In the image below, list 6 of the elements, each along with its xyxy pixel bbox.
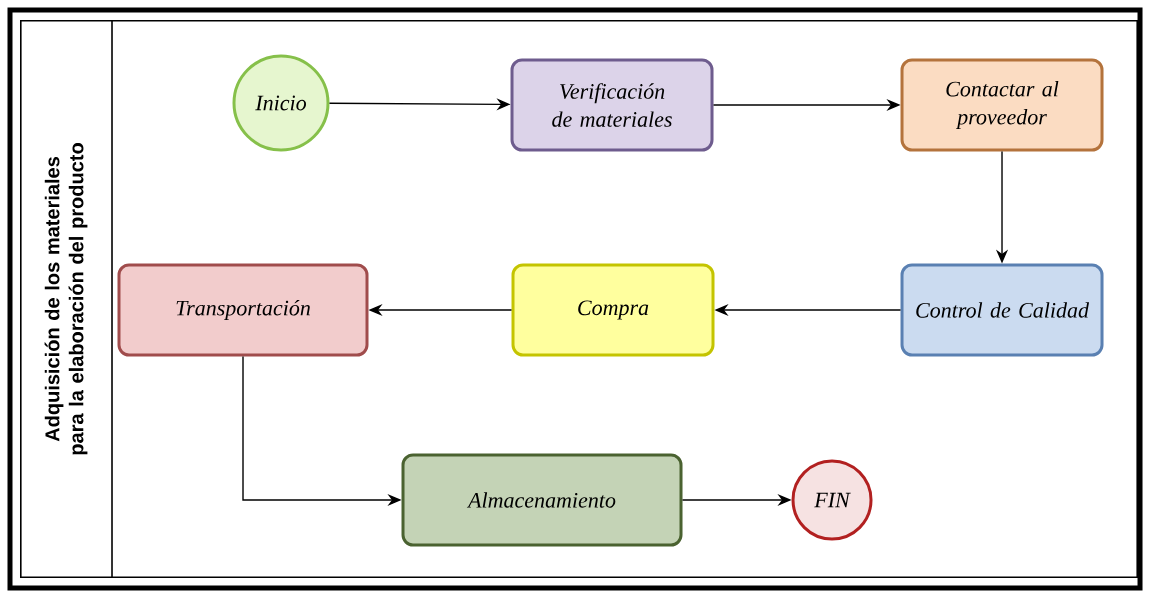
- process-box: Contactar al proveedor: [900, 58, 1104, 152]
- process-box: Transportación: [117, 263, 369, 357]
- process-box: Verificación de materiales: [510, 58, 714, 152]
- process-box: Control de Calidad: [900, 263, 1104, 357]
- process-box: Almacenamiento: [401, 453, 683, 547]
- process-box: Compra: [511, 263, 715, 357]
